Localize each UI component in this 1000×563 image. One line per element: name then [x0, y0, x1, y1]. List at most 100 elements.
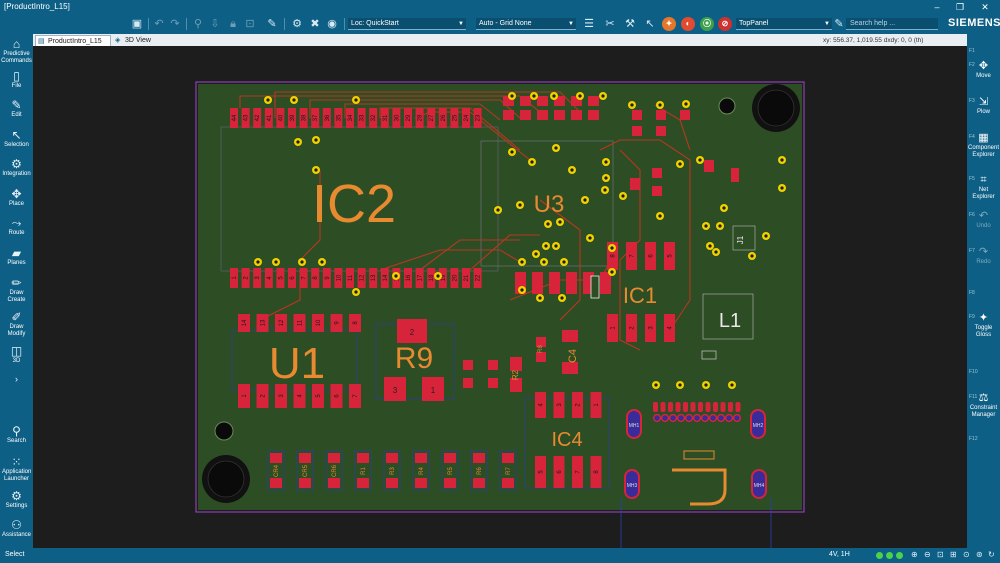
pad-number: 44: [232, 114, 238, 121]
redo-button[interactable]: F7↷Redo: [967, 246, 1000, 266]
undo-icon[interactable]: ↶: [154, 18, 164, 30]
resistor-outline: [354, 450, 372, 491]
3d-button[interactable]: ◫3D: [0, 344, 33, 365]
unlock-icon[interactable]: ⊡: [245, 18, 255, 30]
locale-combo-value: Loc: QuickStart: [351, 20, 399, 27]
application-launcher-button[interactable]: ⁙Application Launcher: [0, 455, 33, 482]
via-hole: [300, 260, 304, 264]
redo-icon[interactable]: ↷: [170, 18, 180, 30]
connector-hole: [724, 413, 734, 423]
pan-icon[interactable]: ⊙: [963, 550, 970, 559]
locale-combo[interactable]: Loc: QuickStart▼: [348, 18, 466, 30]
place-button[interactable]: ✥Place: [0, 187, 33, 208]
cursor-icon[interactable]: ↖: [645, 18, 655, 30]
r9-designator: R9: [395, 342, 433, 375]
draw-create-button[interactable]: ✏Draw Create: [0, 276, 33, 303]
smd-pad: [230, 268, 238, 288]
via-hole: [604, 160, 608, 164]
predictive-commands-button[interactable]: ⌂Predictive Commands: [0, 37, 33, 64]
refresh-icon[interactable]: ↻: [988, 550, 995, 559]
file-button[interactable]: ▯File: [0, 69, 33, 90]
draw-modify-icon: ✐: [11, 310, 22, 324]
connector-pad: [720, 402, 726, 412]
no-entry-icon[interactable]: ⊘: [718, 17, 732, 31]
smd-pad: [626, 242, 637, 270]
save-icon[interactable]: ▣: [131, 18, 143, 30]
zoom-area-icon[interactable]: ⊡: [937, 550, 944, 559]
zoom-out-icon[interactable]: ⊖: [924, 550, 931, 559]
highlight-icon[interactable]: ✎: [267, 18, 277, 30]
fkey-label: F4: [969, 134, 975, 140]
tab-productintro[interactable]: ▤ ProductIntro_L15: [35, 35, 111, 46]
smd-pad: [572, 392, 583, 418]
tab-3d-view[interactable]: ◈ 3D View: [113, 35, 163, 46]
component-explorer-button[interactable]: F4▦Component Explorer: [967, 132, 1000, 158]
net-explorer-button[interactable]: F5⌗Net Explorer: [967, 174, 1000, 200]
draw-create-icon: ✏: [11, 276, 22, 290]
zoom-in-icon[interactable]: ⊕: [911, 550, 918, 559]
tools-icon[interactable]: ✂: [605, 18, 615, 30]
label: Planes: [7, 260, 26, 266]
label: File: [11, 83, 22, 89]
search-button[interactable]: ⚲Search: [0, 424, 33, 445]
route-button[interactable]: ⤳Route: [0, 216, 33, 237]
via-hole: [678, 162, 682, 166]
integration-button[interactable]: ⚙Integration: [0, 157, 33, 178]
label: Settings: [5, 503, 28, 509]
search-help-input[interactable]: Search help ...: [846, 18, 938, 30]
pin-icon[interactable]: ⚲: [193, 18, 203, 30]
restore-icon[interactable]: ❐: [955, 2, 965, 12]
pencil-icon[interactable]: ✎: [834, 18, 844, 30]
toggle-gloss-button[interactable]: F9✦Toggle Gloss: [967, 312, 1000, 338]
status-indicator-icon: [876, 552, 883, 559]
chevron-down-icon: ▼: [824, 21, 830, 27]
fix-icon[interactable]: ⇩: [210, 18, 220, 30]
smd-pad: [537, 96, 548, 106]
draw-modify-button[interactable]: ✐Draw Modify: [0, 310, 33, 337]
via-hole: [520, 288, 524, 292]
constraint-manager-button[interactable]: F11⚖Constraint Manager: [967, 392, 1000, 418]
green-circle-icon[interactable]: ⦿: [700, 17, 714, 31]
assistance-button[interactable]: ⚇Assistance: [0, 518, 33, 539]
pad-number: 34: [348, 114, 354, 121]
minimize-icon[interactable]: –: [934, 2, 940, 12]
pad-number: 7: [353, 394, 359, 398]
component-explorer-icon: ▦: [978, 132, 989, 144]
resistor-pad: [444, 478, 456, 488]
probe-icon[interactable]: ✖: [310, 18, 320, 30]
label: Constraint Manager: [969, 405, 998, 418]
close-icon[interactable]: ✕: [981, 2, 989, 12]
view-icon[interactable]: ⊛: [976, 550, 983, 559]
smd-pad: [549, 272, 560, 294]
zoom-fit-icon[interactable]: ⊞: [950, 550, 957, 559]
checklist-icon[interactable]: ☰: [584, 18, 594, 30]
selection-button[interactable]: ↖Selection: [0, 128, 33, 149]
planes-button[interactable]: ▰Planes: [0, 246, 33, 267]
move-button[interactable]: F2✥Move: [967, 60, 1000, 80]
pad-number: 5: [668, 254, 674, 258]
pad-number: 4: [668, 326, 674, 330]
vias: [254, 92, 786, 389]
smd-pad: [427, 268, 436, 288]
smd-pad: [253, 268, 262, 288]
grid-combo[interactable]: Auto - Grid None▼: [476, 18, 576, 30]
settings-button[interactable]: ⚙Settings: [0, 489, 33, 510]
edit-button[interactable]: ✎Edit: [0, 98, 33, 119]
filter-icon[interactable]: ⚙: [292, 18, 302, 30]
plow-button[interactable]: F3⇲Plow: [967, 96, 1000, 116]
orange-circle-icon[interactable]: ✦: [662, 17, 676, 31]
resistor-pad: [299, 478, 311, 488]
constraint-manager-icon: ⚖: [978, 392, 989, 404]
layer-combo[interactable]: TopPanel▼: [736, 18, 832, 30]
via-hole: [554, 146, 558, 150]
undo-button[interactable]: F6↶Undo: [967, 210, 1000, 230]
smd-pad: [607, 314, 618, 342]
smd-pad: [238, 384, 250, 408]
lock-icon[interactable]: 🔒︎: [230, 18, 236, 30]
measure-icon[interactable]: ⚒: [625, 18, 635, 30]
eye-icon[interactable]: ◉: [327, 18, 337, 30]
red-circle-icon[interactable]: ◐: [681, 17, 695, 31]
expand-panel-button[interactable]: ›: [0, 372, 33, 386]
